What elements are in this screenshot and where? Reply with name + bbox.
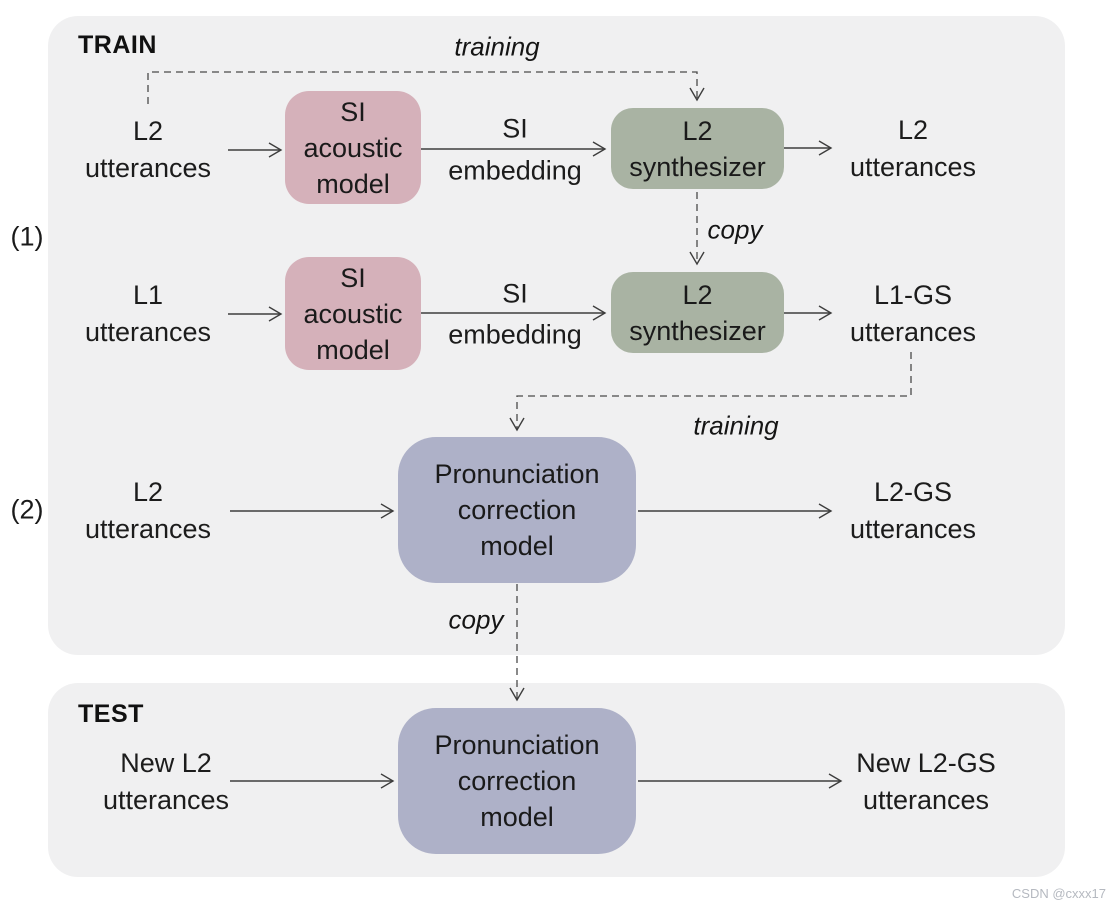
test-panel-title: TEST [78, 700, 144, 728]
training-annotation-2: training [693, 410, 779, 441]
test-input-label: New L2 utterances [102, 748, 230, 815]
row3-pronunciation-correction-box: Pronunciation correction model [398, 437, 636, 583]
test-pronunciation-correction-box: Pronunciation correction model [398, 708, 636, 854]
train-panel-title: TRAIN [78, 31, 157, 59]
row2-si-embedding-top-label: SI [502, 278, 528, 309]
row3-pronunciation-correction-label: Pronunciation correction model [434, 459, 600, 561]
stage-2-label: (2) [10, 494, 44, 525]
row1-si-embedding-bottom-label: embedding [448, 155, 582, 186]
row2-si-acoustic-model-label: SI acoustic model [303, 262, 403, 365]
row3-input-label: L2 utterances [84, 477, 212, 544]
stage-1-label: (1) [10, 221, 44, 252]
row1-input-label: L2 utterances [84, 116, 212, 183]
copy-annotation-2: copy [448, 604, 504, 635]
row2-l2-synthesizer-box: L2 synthesizer [611, 272, 784, 353]
test-pronunciation-correction-label: Pronunciation correction model [434, 730, 600, 832]
row1-l2-synthesizer-box: L2 synthesizer [611, 108, 784, 189]
row1-si-embedding-top-label: SI [502, 113, 528, 144]
copy-annotation-1: copy [707, 214, 763, 245]
row1-output-label: L2 utterances [849, 115, 977, 182]
row2-l2-synthesizer-label: L2 synthesizer [629, 279, 766, 346]
row2-si-acoustic-model-box: SI acoustic model [285, 257, 421, 370]
csdn-watermark: CSDN @cxxx17 [1011, 886, 1106, 901]
row1-si-acoustic-model-label: SI acoustic model [303, 96, 403, 199]
row1-l2-synthesizer-label: L2 synthesizer [629, 115, 766, 182]
row3-output-label: L2-GS utterances [849, 477, 977, 544]
row1-si-acoustic-model-box: SI acoustic model [285, 91, 421, 204]
row2-input-label: L1 utterances [84, 280, 212, 347]
row2-si-embedding-bottom-label: embedding [448, 319, 582, 350]
test-output-label: New L2-GS utterances [856, 748, 996, 815]
row2-output-label: L1-GS utterances [849, 280, 977, 347]
training-annotation-1: training [454, 31, 540, 62]
